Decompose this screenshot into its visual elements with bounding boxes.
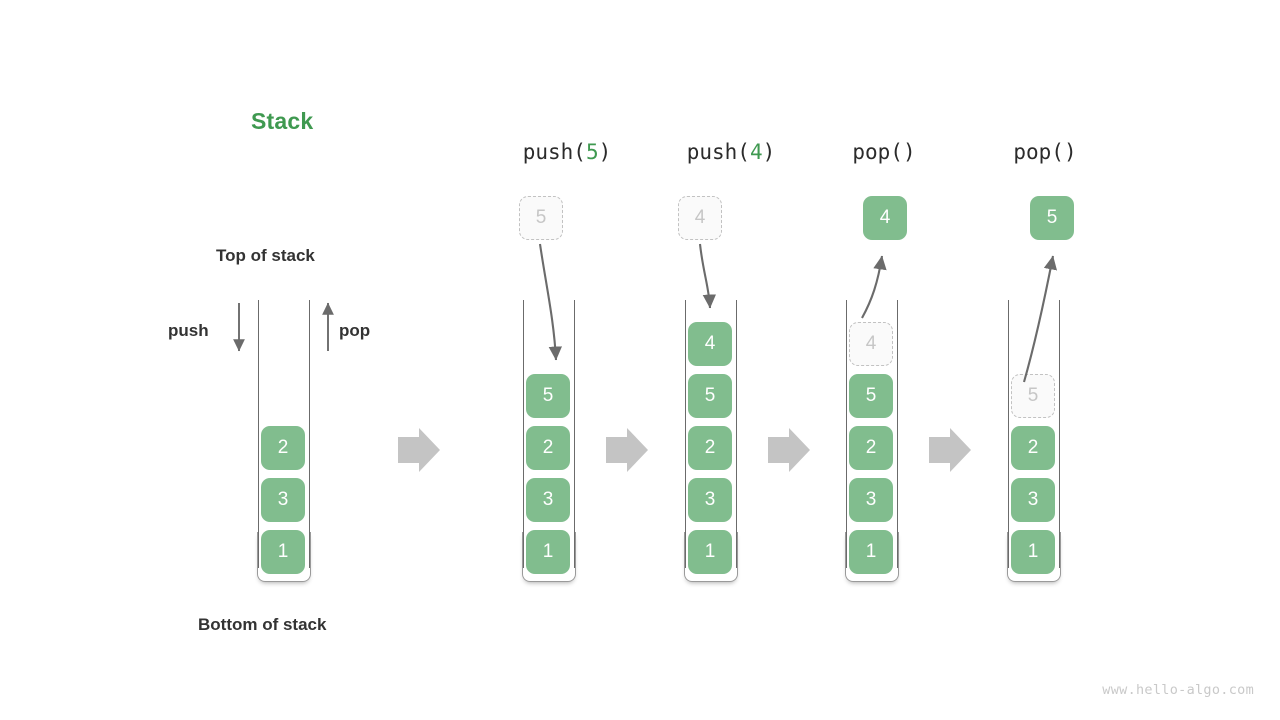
container-wall-right bbox=[1058, 300, 1060, 568]
op-close-paren: ) bbox=[762, 140, 776, 164]
transition-arrow bbox=[606, 428, 648, 472]
container-wall-right bbox=[308, 300, 310, 568]
stack-cell: 1 bbox=[261, 530, 305, 574]
watermark: www.hello-algo.com bbox=[1102, 682, 1254, 698]
stack-cell: 2 bbox=[688, 426, 732, 470]
container-wall-right bbox=[735, 300, 737, 568]
operation-header-push-5: push(5) bbox=[523, 140, 612, 164]
stack-cell: 3 bbox=[849, 478, 893, 522]
stack-cell: 3 bbox=[688, 478, 732, 522]
container-base bbox=[1006, 532, 1062, 582]
stack-cell-removed: 5 bbox=[1011, 374, 1055, 418]
stack-cell: 3 bbox=[261, 478, 305, 522]
popped-value-cell: 5 bbox=[1030, 196, 1074, 240]
stack-cell: 1 bbox=[526, 530, 570, 574]
floating-value-cell: 4 bbox=[678, 196, 722, 240]
stack-cell: 1 bbox=[688, 530, 732, 574]
page-title: Stack bbox=[251, 108, 314, 134]
op-close-paren: ) bbox=[1063, 140, 1077, 164]
stack-cell: 3 bbox=[526, 478, 570, 522]
stack-cell: 5 bbox=[688, 374, 732, 418]
op-name: push( bbox=[522, 140, 586, 164]
stack-container-step-4 bbox=[1003, 300, 1065, 584]
operation-header-pop-1: pop() bbox=[852, 140, 915, 164]
stack-cell: 5 bbox=[849, 374, 893, 418]
stack-cell: 5 bbox=[526, 374, 570, 418]
push-label: push bbox=[168, 321, 209, 340]
container-wall-left bbox=[523, 300, 525, 568]
stack-container-step-3 bbox=[841, 300, 903, 584]
op-name: push( bbox=[686, 140, 750, 164]
stack-cell: 2 bbox=[261, 426, 305, 470]
operation-header-pop-2: pop() bbox=[1013, 140, 1076, 164]
stack-container-step-2 bbox=[680, 300, 742, 584]
stack-cell: 3 bbox=[1011, 478, 1055, 522]
container-base bbox=[521, 532, 577, 582]
op-name: pop( bbox=[1013, 140, 1064, 164]
stack-cell: 2 bbox=[849, 426, 893, 470]
op-argument: 5 bbox=[585, 140, 599, 164]
container-wall-left bbox=[258, 300, 260, 568]
operation-header-push-4: push(4) bbox=[687, 140, 776, 164]
bottom-of-stack-label: Bottom of stack bbox=[198, 615, 327, 634]
popped-value-cell: 4 bbox=[863, 196, 907, 240]
stack-container-step-1 bbox=[518, 300, 580, 584]
container-wall-right bbox=[573, 300, 575, 568]
top-of-stack-label: Top of stack bbox=[216, 246, 315, 265]
op-close-paren: ) bbox=[598, 140, 612, 164]
container-wall-left bbox=[1008, 300, 1010, 568]
transition-arrow bbox=[768, 428, 810, 472]
stack-cell: 4 bbox=[688, 322, 732, 366]
stack-cell: 2 bbox=[526, 426, 570, 470]
container-wall-right bbox=[896, 300, 898, 568]
floating-value-cell: 5 bbox=[519, 196, 563, 240]
op-close-paren: ) bbox=[902, 140, 916, 164]
op-argument: 4 bbox=[749, 140, 763, 164]
push-4-motion-arrow bbox=[698, 243, 717, 309]
container-base bbox=[256, 532, 312, 582]
stack-cell: 1 bbox=[1011, 530, 1055, 574]
transition-arrow bbox=[929, 428, 971, 472]
op-name: pop( bbox=[852, 140, 903, 164]
container-wall-left bbox=[846, 300, 848, 568]
stack-cell: 1 bbox=[849, 530, 893, 574]
stack-cell: 2 bbox=[1011, 426, 1055, 470]
pop-label: pop bbox=[339, 321, 371, 340]
container-wall-left bbox=[685, 300, 687, 568]
stack-cell-removed: 4 bbox=[849, 322, 893, 366]
stack-container-initial bbox=[253, 300, 315, 584]
container-base bbox=[844, 532, 900, 582]
container-base bbox=[683, 532, 739, 582]
transition-arrow bbox=[398, 428, 440, 472]
